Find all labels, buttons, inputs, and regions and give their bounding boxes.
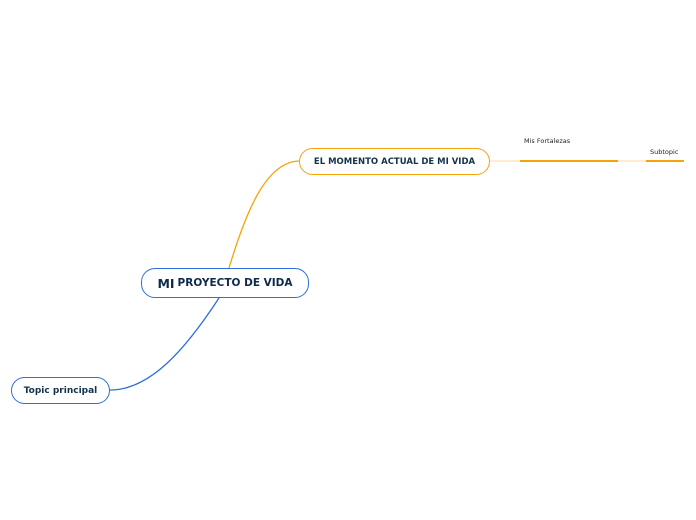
central-topic-prefix: MI xyxy=(157,275,175,291)
main-topic-momento-actual[interactable]: EL MOMENTO ACTUAL DE MI VIDA xyxy=(299,148,490,175)
main-topic-label: EL MOMENTO ACTUAL DE MI VIDA xyxy=(313,156,476,167)
central-topic[interactable]: MI PROYECTO DE VIDA xyxy=(141,268,309,298)
main-topic-label: Topic principal xyxy=(23,385,98,396)
subtopic-label: Mis Fortalezas xyxy=(524,137,571,145)
connector-central-to-momento xyxy=(228,160,300,269)
subtopic-mis-fortalezas[interactable]: Mis Fortalezas xyxy=(524,137,570,145)
connector-central-to-topic-principal xyxy=(109,297,220,391)
main-topic-topic-principal[interactable]: Topic principal xyxy=(11,377,110,404)
central-topic-label: PROYECTO DE VIDA xyxy=(177,277,293,289)
subtopic-subtopic[interactable]: Subtopic xyxy=(650,148,678,156)
subtopic-label: Subtopic xyxy=(650,148,679,156)
